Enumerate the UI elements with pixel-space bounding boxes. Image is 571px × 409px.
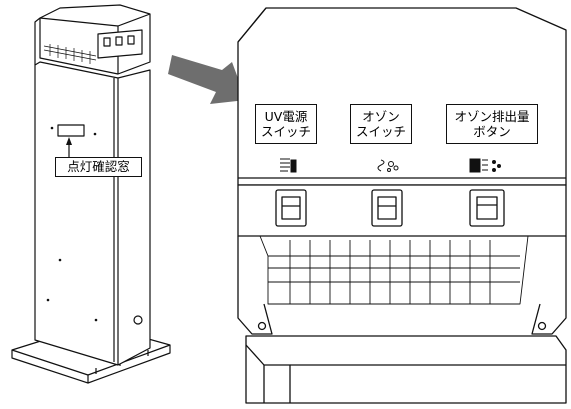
uv-power-switch-label: UV電源 スイッチ [255,104,317,144]
indicator-window-label: 点灯確認窓 [55,157,142,177]
ozone-output-label: オゾン排出量 ボタン [446,104,538,144]
uv-label-line2: スイッチ [260,124,311,139]
ozone-switch [371,189,403,227]
tower-lower-body [245,335,567,404]
indicator-window-text: 点灯確認窓 [67,159,130,174]
ozone-switch-label: オゾン スイッチ [350,104,412,144]
uv-power-switch [275,189,307,227]
screws [46,126,98,322]
zoom-arrow-icon [168,55,246,104]
ozone-output-line1: オゾン排出量 [454,109,530,124]
indicator-window [57,124,85,137]
right-device [237,7,567,404]
ozone-output-button [469,189,505,227]
right-grille [259,235,529,305]
uv-lamp-icon [280,158,297,173]
side-knob [133,315,143,325]
ozone-label-line1: オゾン [362,109,400,124]
left-grille [43,44,97,64]
top-housing [39,4,151,75]
right-bracket [531,236,567,335]
uv-label-line1: UV電源 [264,109,308,124]
left-device [11,4,171,384]
control-panel-box [237,7,567,186]
ozone-icon [377,159,399,172]
ozone-label-line2: スイッチ [355,124,406,139]
tower-body [34,17,151,366]
ozone-level-icon [469,158,501,173]
ozone-output-line2: ボタン [473,124,511,139]
left-bracket [237,236,273,335]
